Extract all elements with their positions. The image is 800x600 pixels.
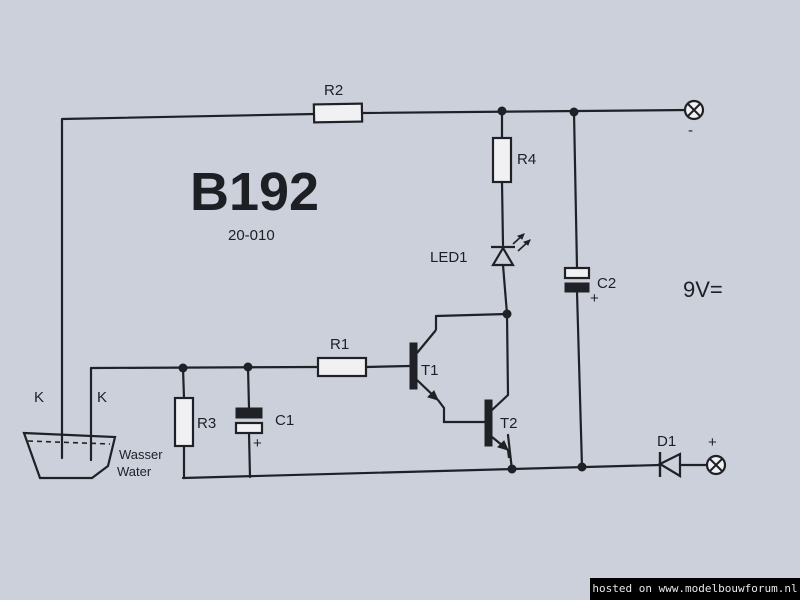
capacitor-c1-plate-bottom — [234, 421, 264, 435]
wire-t1-collector — [434, 312, 509, 318]
wire-r4-led — [500, 180, 505, 247]
wire-r1-base — [364, 364, 412, 369]
label-water: Water — [117, 464, 152, 479]
transistor-t1 — [409, 316, 485, 424]
diagram-title: B192 — [190, 162, 319, 222]
wire-c2-bottom — [575, 290, 584, 469]
resistor-r3 — [173, 396, 195, 448]
junction-dots — [178, 106, 587, 474]
resistor-r4 — [491, 136, 513, 184]
footer-credit: hosted on www.modelbouwforum.nl — [590, 578, 800, 600]
label-plus: + — [708, 434, 717, 451]
wire-c1-bottom — [247, 431, 252, 479]
label-t2: T2 — [500, 415, 518, 432]
label-r4: R4 — [517, 151, 536, 168]
wire-top-left — [60, 112, 316, 460]
capacitor-c1-plate-top — [235, 407, 263, 419]
label-c1-plus: + — [253, 435, 262, 452]
resistor-r2 — [312, 102, 364, 124]
capacitor-c2-plate-bottom — [564, 282, 590, 293]
wire-probe-right — [89, 365, 320, 462]
water-vessel — [22, 431, 117, 480]
label-led1: LED1 — [430, 249, 468, 266]
label-k-right: K — [97, 389, 107, 406]
label-c1: C1 — [275, 412, 294, 429]
label-minus: - — [688, 122, 693, 139]
wire-led-collector — [501, 263, 509, 316]
label-d1: D1 — [657, 433, 676, 450]
capacitor-c2-plate-top — [563, 266, 591, 280]
label-r2: R2 — [324, 82, 343, 99]
label-wasser: Wasser — [119, 447, 163, 462]
wire-t2-collector — [505, 312, 510, 397]
wire-c1-top — [246, 365, 251, 410]
label-r3: R3 — [197, 415, 216, 432]
resistor-r1 — [316, 356, 368, 378]
wire-c2-top — [572, 110, 579, 270]
transistor-t2 — [484, 394, 511, 459]
wire-t2-emitter — [506, 433, 514, 472]
terminal-minus — [683, 99, 705, 121]
wire-r3-top — [181, 366, 186, 400]
label-t1: T1 — [421, 362, 439, 379]
label-k-left: K — [34, 389, 44, 406]
label-c2-plus: + — [590, 290, 599, 307]
terminal-plus — [705, 454, 727, 476]
label-r1: R1 — [330, 336, 349, 353]
label-c2: C2 — [597, 275, 616, 292]
wire-top-right — [360, 108, 690, 115]
supply-label: 9V= — [683, 277, 723, 302]
diagram-subtitle: 20-010 — [228, 227, 275, 244]
